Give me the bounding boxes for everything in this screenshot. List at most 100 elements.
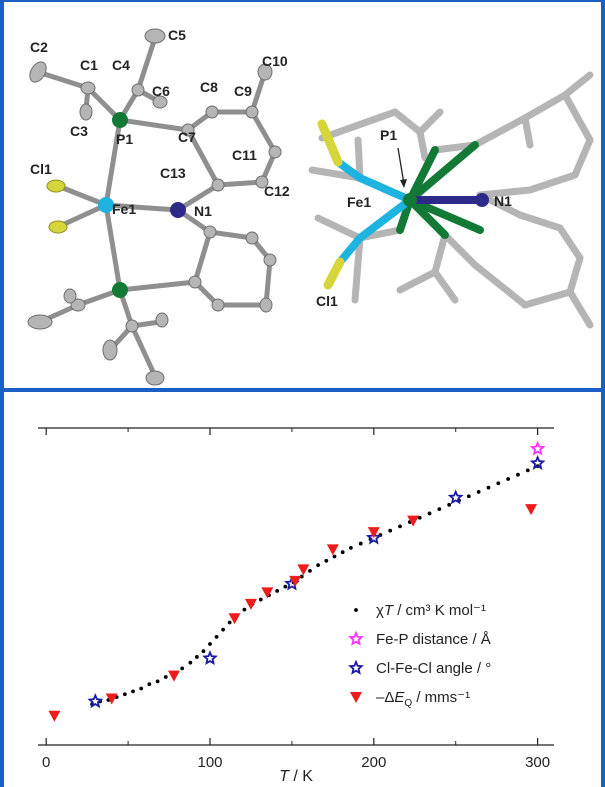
atom-n1	[170, 202, 186, 218]
frame-right-bar	[601, 0, 605, 787]
x-tick-label: 0	[42, 754, 50, 771]
series-0-point	[163, 675, 168, 679]
x-tick-label: 200	[361, 754, 386, 771]
series-0-point	[388, 528, 393, 533]
atom-label: N1	[494, 193, 512, 209]
pointer-arrow	[397, 147, 405, 185]
atom-label: N1	[194, 203, 212, 219]
atom-label: C6	[152, 83, 170, 99]
atom-label: C9	[234, 83, 252, 99]
atom-c-ipr-f	[145, 370, 165, 386]
molecule-right-carbon-bonds	[308, 71, 594, 329]
atom-label: C11	[232, 147, 257, 163]
series-3-point	[525, 504, 538, 516]
atom-c9	[245, 105, 259, 119]
atom-label: C1	[80, 57, 98, 73]
series-2-point	[87, 693, 104, 709]
atom-c8	[205, 105, 219, 119]
atom-cl1-a	[46, 179, 66, 193]
series-0-point	[358, 541, 363, 546]
atom-cl1-b	[48, 220, 68, 234]
atom-c11	[268, 145, 282, 159]
chart-marks	[48, 440, 546, 722]
series-3-point	[167, 670, 180, 682]
series-3-point	[407, 515, 420, 527]
series-0-point	[208, 642, 212, 646]
series-0-point	[516, 472, 520, 477]
series-0-point	[122, 692, 127, 697]
series-0-point	[194, 655, 199, 659]
series-0-point	[437, 507, 442, 512]
series-0-point	[188, 660, 193, 665]
atom-c12	[255, 175, 269, 189]
series-0-point	[283, 584, 288, 589]
atom-label: C8	[200, 79, 218, 95]
series-0-point	[340, 550, 345, 555]
series-0-point	[299, 574, 304, 579]
atom-right-n1	[475, 193, 489, 207]
x-label-unit: / K	[289, 768, 313, 785]
series-0-point	[214, 634, 219, 639]
atom-label: C5	[168, 27, 186, 43]
atom-c10	[257, 63, 273, 81]
series-0-point	[227, 620, 232, 625]
atom-c-ring2-f	[188, 275, 202, 289]
frame-divider-bar	[0, 388, 605, 392]
legend-label: –ΔEQ / mms⁻¹	[376, 689, 470, 709]
series-3-point	[244, 598, 257, 610]
atom-label: P1	[380, 127, 397, 143]
chart-x-axis-label: T / K	[279, 768, 313, 785]
molecule-left-atoms	[27, 28, 282, 386]
series-0-point	[139, 686, 144, 691]
atom-c-ring2-a	[203, 225, 217, 239]
series-3-point	[261, 587, 274, 599]
legend-label: χT / cm³ K mol⁻¹	[376, 602, 486, 619]
molecule-right-chlorine	[317, 119, 345, 290]
series-0-point	[398, 524, 402, 529]
series-0-point	[506, 477, 511, 481]
atom-label: Fe1	[112, 201, 136, 217]
series-0-point	[221, 627, 226, 632]
series-2-point	[202, 650, 218, 666]
x-tick-label: 300	[525, 754, 550, 771]
series-0-point	[427, 511, 432, 516]
series-0-point	[155, 679, 160, 684]
series-0-point	[242, 607, 247, 612]
atom-c-ipr-g	[155, 312, 169, 328]
molecule-left-labels: C2 C1 C4 C5 C3 C6 P1 C8 C10 C9 C7 C11 C1…	[30, 27, 290, 219]
chart-legend: χT / cm³ K mol⁻¹Fe-P distance / ÅCl-Fe-C…	[348, 602, 491, 709]
atom-c4	[131, 83, 145, 97]
series-0-point	[131, 689, 135, 694]
series-3-point	[289, 575, 302, 587]
series-0-point	[486, 485, 491, 490]
series-3-point	[326, 544, 339, 556]
series-3-point	[367, 527, 380, 539]
legend-marker	[348, 630, 364, 646]
legend-label: Cl-Fe-Cl angle / °	[376, 660, 491, 677]
atom-c1	[80, 81, 96, 95]
series-0-point	[275, 589, 280, 593]
series-3-point	[297, 564, 310, 576]
legend-marker	[348, 659, 364, 675]
series-0-point	[466, 494, 471, 499]
atom-label: C2	[30, 39, 48, 55]
series-0-point	[147, 682, 152, 687]
atom-label: C4	[112, 57, 130, 73]
series-0-point	[476, 490, 481, 494]
atom-c-ring2-b	[245, 231, 259, 245]
series-2-point	[365, 529, 382, 545]
atom-c6	[152, 95, 168, 109]
series-3-point	[105, 693, 118, 705]
series-0-point	[332, 554, 337, 559]
atom-c3	[79, 103, 93, 121]
series-0-point	[496, 481, 501, 486]
series-0-point	[316, 563, 321, 568]
series-0-point	[447, 502, 452, 507]
molecule-right-panel: P1 Fe1 N1 Cl1	[308, 71, 594, 329]
series-2-point	[529, 454, 546, 471]
molecule-right-iron-bonds	[334, 158, 414, 266]
atom-c-ring2-c	[263, 253, 277, 267]
series-0-point	[525, 468, 530, 473]
